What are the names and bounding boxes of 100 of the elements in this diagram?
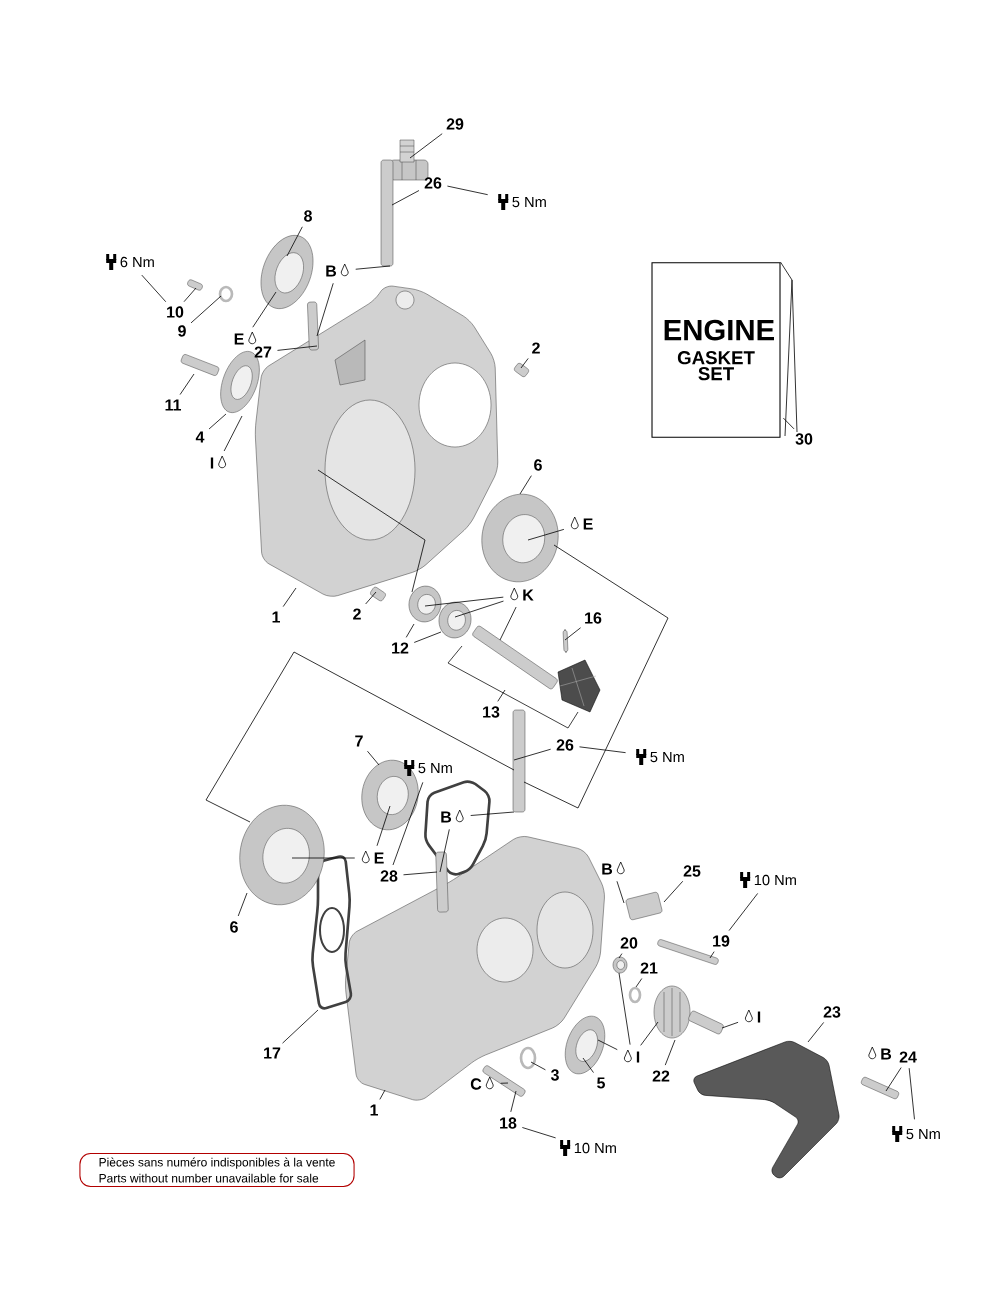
leader-line [223,415,243,452]
bolt [482,1065,526,1097]
o-ring [628,986,642,1004]
leader-line [141,274,167,303]
leader-line [579,746,626,754]
leader-line [520,358,529,369]
pin [562,629,569,653]
dowel-pin [514,363,529,377]
callout-number: 10 [167,306,184,318]
callout-number: 5 [597,1077,605,1089]
callout-number: 2 [532,342,540,354]
callout-number: 26 [424,177,442,189]
callout-number: 28 [380,870,398,882]
leader-line [282,587,297,607]
sleeve [625,892,663,921]
leader-line [391,190,420,206]
leader-line [405,623,415,638]
pin [512,709,526,813]
callout-number: 20 [620,937,638,949]
callout-number: 2 [353,608,361,620]
callout-number: 7 [355,735,363,747]
leader-line [179,373,195,395]
callout-number: 9 [178,325,186,337]
leader-line [208,413,227,430]
gasket [311,855,353,1010]
leader-line [367,750,380,766]
leader-line [908,1067,915,1120]
leader-line [582,1057,594,1073]
gasket-set-card: ENGINE GASKET SET [651,262,781,438]
leader-line [439,828,450,873]
callout-number: 17 [264,1047,281,1059]
leader-line [663,880,684,903]
leader-line [190,295,222,324]
lubricant-label: B [326,265,337,277]
callout-number: 26 [556,739,574,751]
leader-line [885,1067,902,1092]
leader-line [376,805,391,847]
callout-number: 25 [683,865,701,877]
gasket [424,780,491,876]
torque-label: 5 Nm [650,751,684,763]
callout-number: 1 [272,611,280,623]
callout-number: 11 [165,399,181,411]
leader-line [252,291,277,328]
leader-line [286,226,303,257]
callout-number: 27 [254,346,272,358]
starter-drive [653,985,724,1039]
callout-number: 18 [500,1117,517,1129]
leader-line [664,1039,676,1066]
leader-line [618,953,623,959]
callout-number: 16 [585,612,602,624]
ball-bearing [438,601,472,639]
torque-label: 10 Nm [574,1142,616,1154]
callout-number: 23 [823,1006,841,1018]
leader-line [470,811,515,816]
ball-bearing [361,759,419,831]
leader-line [237,892,248,917]
leader-line [527,528,565,541]
leader-line [782,417,795,430]
leader-line [640,1021,659,1046]
leader-line [618,972,631,1045]
pin [380,159,394,267]
callout-number: 19 [713,935,730,947]
note-box: Pièces sans numéro indisponibles à la vente Parts without number unavailable for sale [79,1153,355,1188]
leader-line [510,1090,517,1113]
leader-line [597,1039,618,1051]
pin [307,301,319,351]
leader-line [365,591,377,605]
cover [693,1041,840,1179]
lubricant-label: B [602,863,613,875]
torque-label: 6 Nm [120,256,154,268]
o-ring [519,1046,537,1070]
callout-number: 4 [195,431,205,443]
lubricant-label: I [757,1011,761,1023]
leader-line [183,287,197,303]
callout-number: 3 [550,1069,559,1081]
impeller [557,659,601,713]
lubricant-label: E [583,518,593,530]
leader-line [277,345,318,351]
leader-line [728,893,759,931]
leader-line [424,596,504,607]
pin [435,851,449,913]
leader-line [403,871,438,876]
washer [218,285,234,303]
leader-line [447,185,489,196]
callout-number: 21 [640,962,658,974]
assembly-line [205,651,515,823]
leader-line [355,265,391,270]
lubricant-label: E [234,333,244,345]
callout-number: 1 [370,1104,378,1116]
leader-line [709,951,715,959]
leader-line [392,781,424,866]
leader-line [379,1089,386,1100]
leader-line [635,978,643,988]
assembly-line [317,469,426,593]
lubricant-label: K [523,589,534,601]
bushing [612,956,628,974]
leader-line [519,475,532,495]
lubricant-label: C [470,1078,482,1090]
leader-line [282,1009,319,1044]
callout-number: 6 [534,459,542,471]
